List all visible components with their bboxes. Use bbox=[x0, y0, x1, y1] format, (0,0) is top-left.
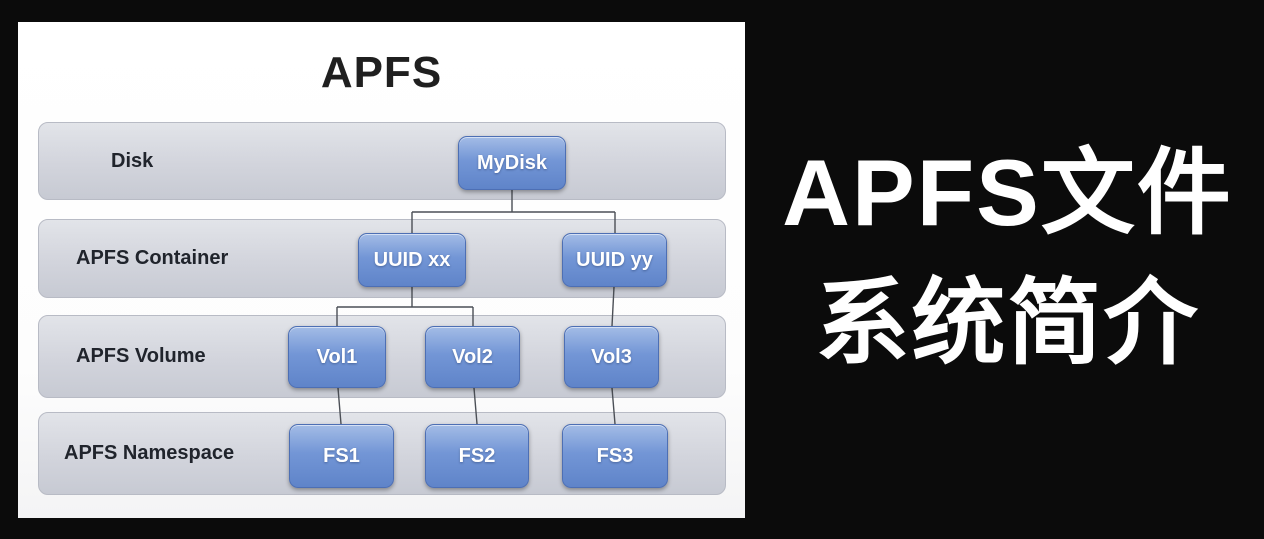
node-vol3: Vol3 bbox=[564, 326, 659, 388]
layer-label-apfs-volume: APFS Volume bbox=[76, 345, 206, 367]
node-mydisk: MyDisk bbox=[458, 136, 566, 190]
node-fs3: FS3 bbox=[562, 424, 668, 488]
caption-line-1: APFS文件 bbox=[782, 140, 1233, 245]
layer-label-disk: Disk bbox=[111, 149, 154, 172]
caption-title: APFS文件 系统简介 bbox=[760, 128, 1255, 387]
caption-line-2: 系统简介 bbox=[815, 269, 1200, 375]
node-uuid-xx: UUID xx bbox=[358, 233, 466, 287]
node-fs1: FS1 bbox=[289, 424, 394, 488]
node-fs2: FS2 bbox=[425, 424, 529, 488]
slide-title: APFS bbox=[320, 48, 443, 97]
node-uuid-yy: UUID yy bbox=[562, 233, 667, 287]
apfs-diagram-panel: APFS Disk APFS Container APFS Volume APF… bbox=[18, 22, 745, 518]
layer-row-disk: Disk bbox=[38, 122, 726, 200]
node-vol1: Vol1 bbox=[288, 326, 386, 388]
layer-label-apfs-namespace: APFS Namespace bbox=[64, 442, 235, 464]
layer-label-apfs-container: APFS Container bbox=[76, 247, 229, 269]
node-vol2: Vol2 bbox=[425, 326, 520, 388]
